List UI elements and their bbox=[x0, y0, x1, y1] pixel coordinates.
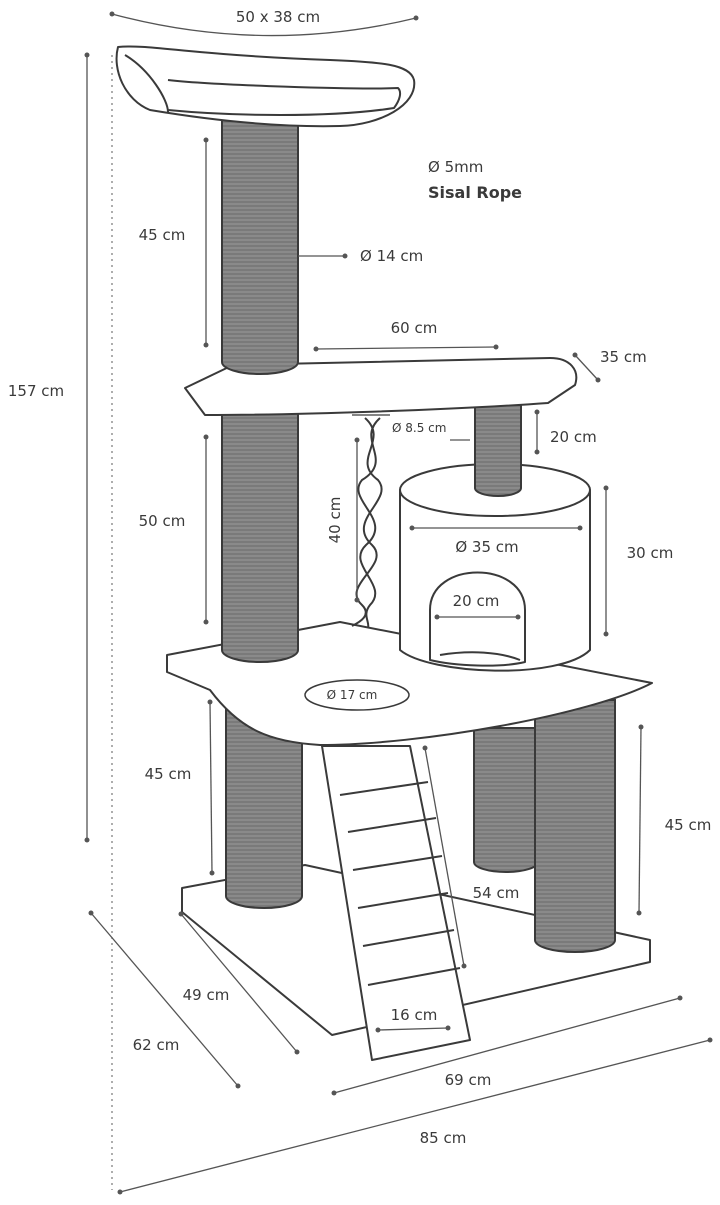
label-right-leg-height: 45 cm bbox=[665, 816, 712, 834]
sisal-rope bbox=[351, 414, 390, 629]
top-bed-inner bbox=[124, 54, 402, 116]
label-rope-diameter: Ø 5mm bbox=[428, 158, 483, 176]
label-left-leg-height: 45 cm bbox=[145, 765, 192, 783]
leg-front-left bbox=[225, 699, 303, 909]
leg-front-right bbox=[534, 699, 616, 953]
label-post-diameter: Ø 14 cm bbox=[360, 247, 423, 265]
label-shelf-depth: 35 cm bbox=[600, 348, 647, 366]
label-house-diameter: Ø 35 cm bbox=[455, 538, 518, 556]
label-top-size: 50 x 38 cm bbox=[236, 8, 320, 26]
post-small bbox=[474, 404, 522, 497]
label-base-width: 69 cm bbox=[445, 1071, 492, 1089]
label-shelf-length: 60 cm bbox=[391, 319, 438, 337]
leg-back-right bbox=[473, 727, 539, 873]
post-top bbox=[221, 109, 299, 375]
label-small-post-diameter: Ø 8.5 cm bbox=[392, 421, 446, 435]
cat-house bbox=[399, 463, 591, 672]
post-middle bbox=[221, 404, 299, 663]
label-ladder-width: 16 cm bbox=[391, 1006, 438, 1024]
ladder bbox=[321, 745, 471, 1061]
label-base-depth: 49 cm bbox=[183, 986, 230, 1004]
label-overall-width: 85 cm bbox=[420, 1129, 467, 1147]
label-overall-depth: 62 cm bbox=[133, 1036, 180, 1054]
label-house-height: 30 cm bbox=[627, 544, 674, 562]
label-top-post-height: 45 cm bbox=[139, 226, 186, 244]
label-rope-length: 40 cm bbox=[326, 497, 344, 544]
label-door-width: 20 cm bbox=[453, 592, 500, 610]
platform-hole bbox=[304, 679, 410, 711]
label-ladder-length: 54 cm bbox=[473, 884, 520, 902]
label-hole-diameter: Ø 17 cm bbox=[327, 688, 378, 702]
label-total-height: 157 cm bbox=[8, 382, 64, 400]
label-small-post-height: 20 cm bbox=[550, 428, 597, 446]
label-rope-name: Sisal Rope bbox=[428, 183, 522, 202]
label-middle-post-height: 50 cm bbox=[139, 512, 186, 530]
